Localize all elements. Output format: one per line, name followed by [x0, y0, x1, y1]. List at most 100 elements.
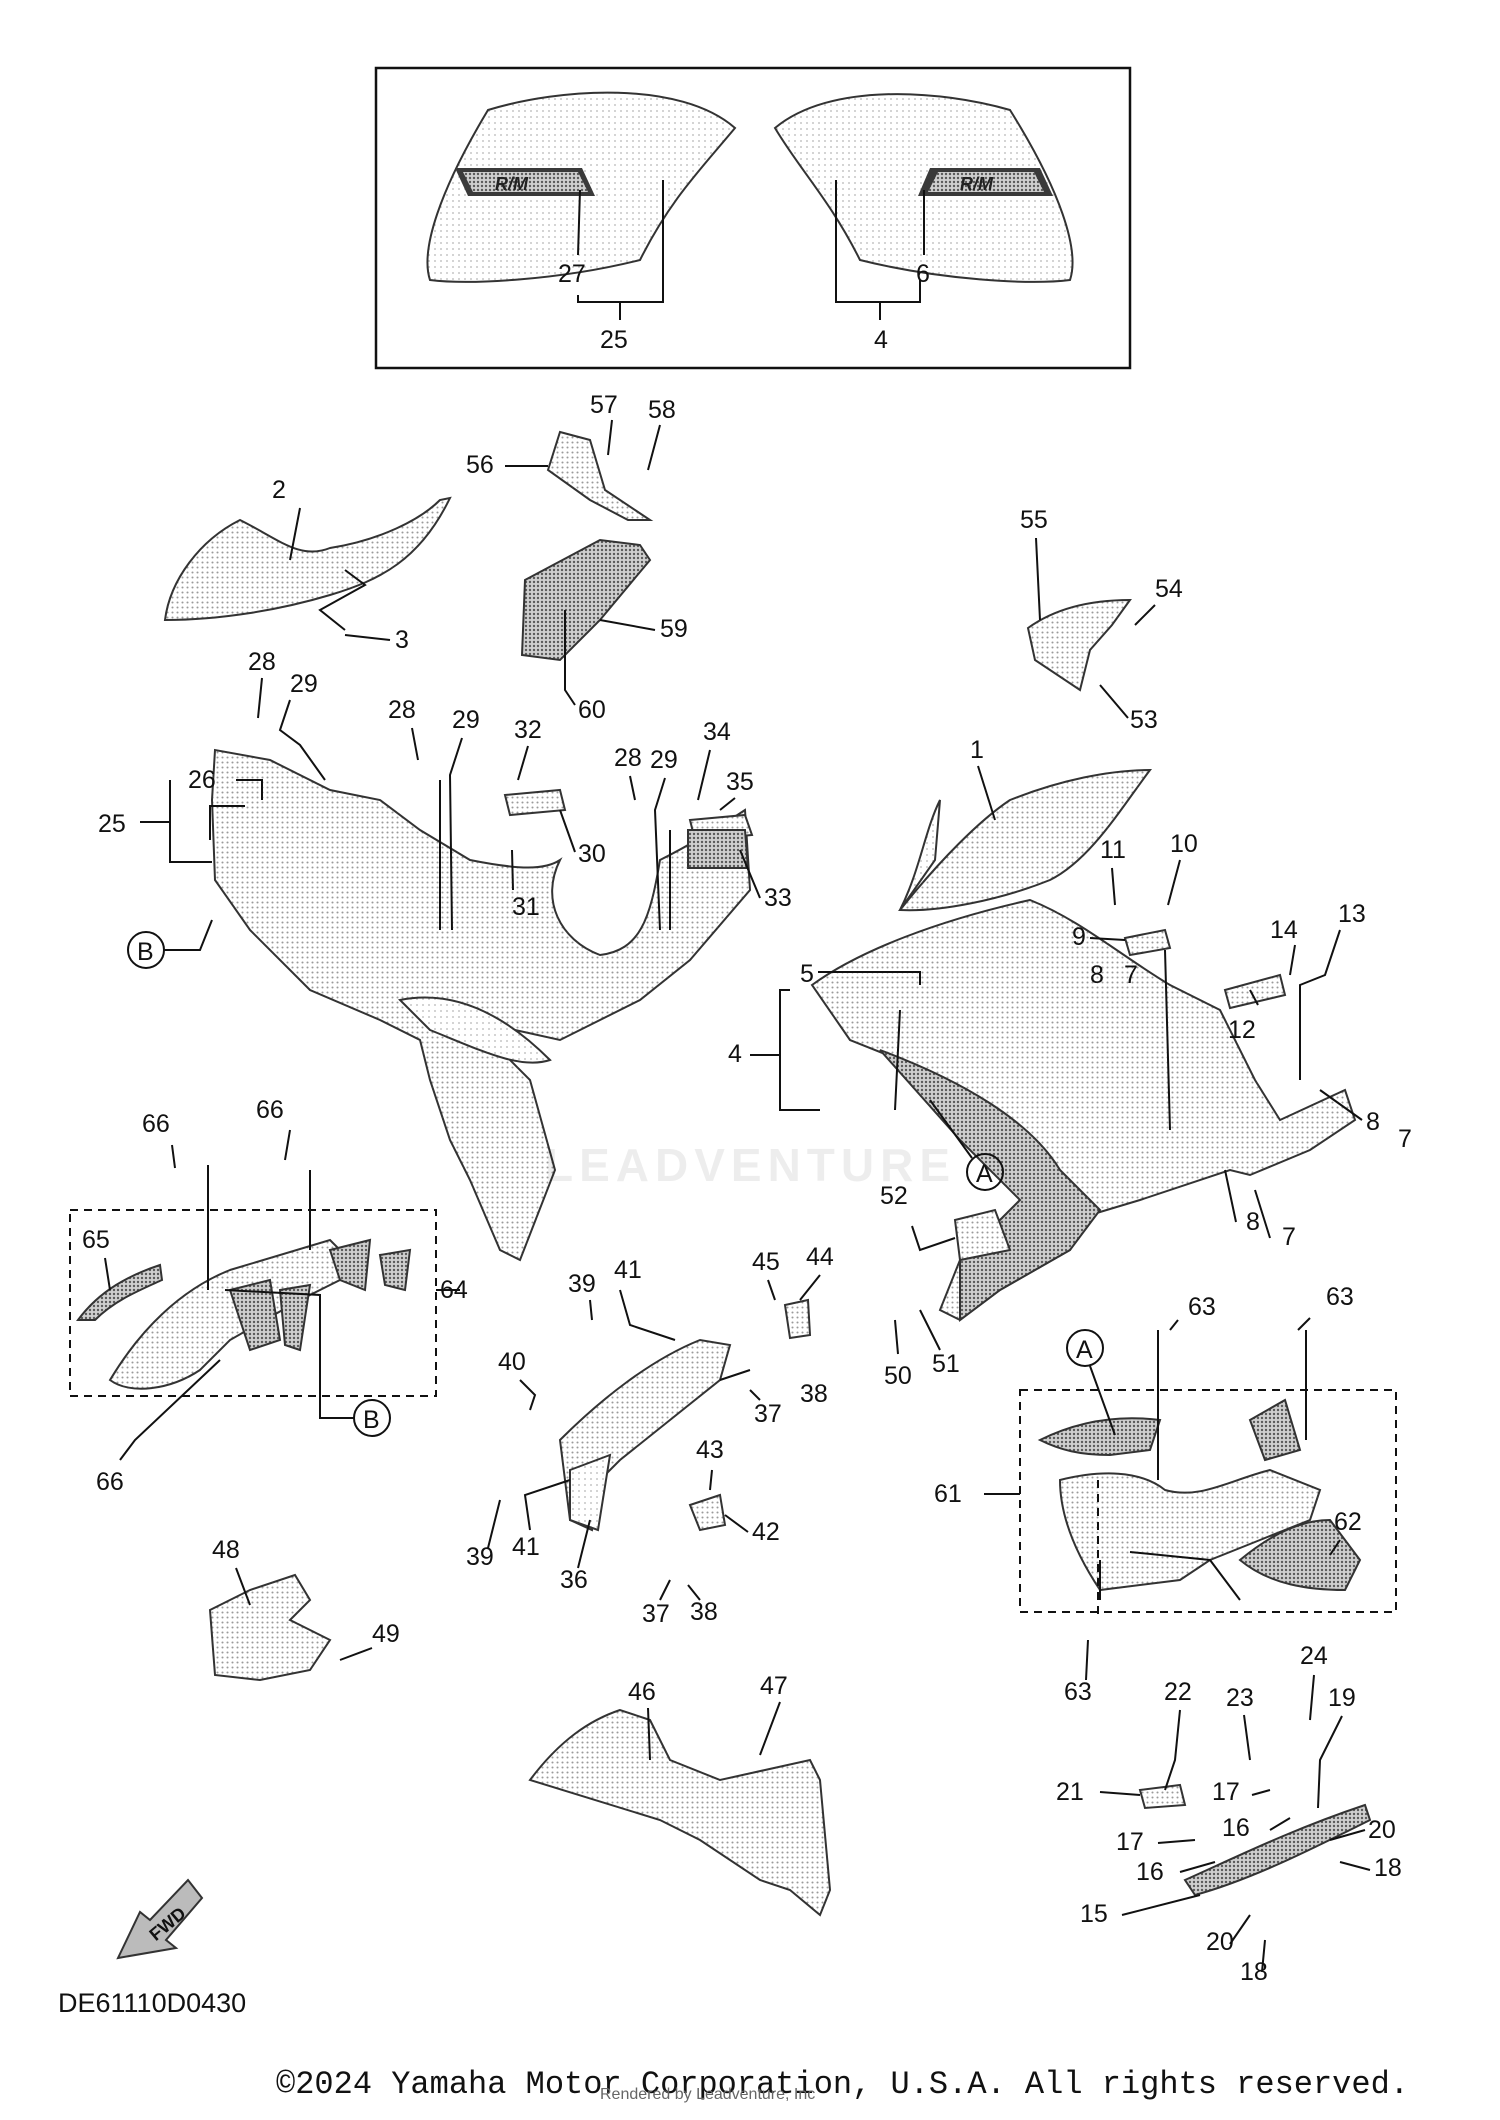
callout-52: 52 — [880, 1182, 908, 1210]
part-15-under-cover — [1183, 1803, 1372, 1897]
decal-left: R/M — [455, 168, 595, 196]
callout-60: 60 — [578, 696, 606, 724]
callout-57: 57 — [590, 391, 618, 419]
callout-28-b: 28 — [388, 696, 416, 724]
callout-37-b: 37 — [642, 1600, 670, 1628]
callout-8-c: 8 — [1246, 1208, 1260, 1236]
callout-51: 51 — [932, 1350, 960, 1378]
callout-22: 22 — [1164, 1678, 1192, 1706]
callout-14: 14 — [1270, 916, 1298, 944]
callout-58: 58 — [648, 396, 676, 424]
callout-8-a: 8 — [1090, 961, 1104, 989]
callout-43: 43 — [696, 1436, 724, 1464]
callout-49: 49 — [372, 1620, 400, 1648]
callout-34: 34 — [703, 718, 731, 746]
callout-4: 4 — [728, 1040, 742, 1068]
part-61-main — [1058, 1468, 1322, 1592]
part-52-bracket — [953, 1208, 1012, 1262]
callout-29-b: 29 — [452, 706, 480, 734]
part-36-lower-panel-b — [569, 1453, 612, 1532]
callout-40: 40 — [498, 1348, 526, 1376]
callout-8-b: 8 — [1366, 1108, 1380, 1136]
part-48-bracket — [208, 1573, 332, 1682]
callout-48: 48 — [212, 1536, 240, 1564]
callout-18-a: 18 — [1374, 1854, 1402, 1882]
callout-65: 65 — [82, 1226, 110, 1254]
callout-7-c: 7 — [1282, 1223, 1296, 1251]
reference-b-bottom-label: B — [363, 1406, 380, 1434]
inset-frame — [374, 66, 1132, 370]
callout-35: 35 — [726, 768, 754, 796]
part-64-panel — [108, 1238, 362, 1390]
callout-10: 10 — [1170, 830, 1198, 858]
callout-31: 31 — [512, 893, 540, 921]
part-64-duct-b — [278, 1283, 312, 1352]
callout-25-inset: 25 — [600, 326, 628, 354]
callout-38-b: 38 — [690, 1598, 718, 1626]
callout-55: 55 — [1020, 506, 1048, 534]
callout-7-a: 7 — [1124, 961, 1138, 989]
part-1-upper-panel-edge — [899, 799, 941, 911]
callout-66-c: 66 — [96, 1468, 124, 1496]
callout-54: 54 — [1155, 575, 1183, 603]
part-21-bracket — [1138, 1783, 1187, 1810]
rendered-by-notice: Rendered by Leadventure, Inc — [600, 2086, 816, 2103]
callout-11: 11 — [1100, 836, 1126, 864]
diagram-code: DE61110D0430 — [58, 1988, 247, 2018]
part-62-trim — [1238, 1518, 1362, 1592]
reference-b-top-label: B — [137, 938, 154, 966]
callout-63-c: 63 — [1064, 1678, 1092, 1706]
callout-23: 23 — [1226, 1684, 1254, 1712]
callout-59: 59 — [660, 615, 688, 643]
callout-29-a: 29 — [290, 670, 318, 698]
callout-33: 33 — [764, 884, 792, 912]
part-42-bracket — [688, 1493, 727, 1532]
callout-66-b: 66 — [256, 1096, 284, 1124]
part-56-bracket — [546, 430, 654, 521]
callout-20-a: 20 — [1368, 1816, 1396, 1844]
callout-32: 32 — [514, 716, 542, 744]
callout-36: 36 — [560, 1566, 588, 1594]
group-61-frame — [1019, 1389, 1397, 1613]
callout-26: 26 — [188, 766, 216, 794]
callout-9: 9 — [1072, 923, 1086, 951]
callout-13: 13 — [1338, 900, 1366, 928]
callout-24: 24 — [1300, 1642, 1328, 1670]
decal-left-text: R/M — [495, 174, 529, 194]
callout-21: 21 — [1056, 1778, 1084, 1806]
callout-45: 45 — [752, 1248, 780, 1276]
part-4-side-cowling — [810, 898, 1357, 1322]
fwd-arrow: FWD — [116, 1878, 204, 1960]
callout-44: 44 — [806, 1243, 834, 1271]
part-30-bracket — [503, 788, 567, 817]
callout-6: 6 — [916, 260, 930, 288]
callout-29-c: 29 — [650, 746, 678, 774]
callout-63-a: 63 — [1188, 1293, 1216, 1321]
reference-a-bottom-label: A — [1076, 1336, 1093, 1364]
callout-46: 46 — [628, 1678, 656, 1706]
reference-a-right-label: A — [976, 1160, 993, 1188]
callout-66-a: 66 — [142, 1110, 170, 1138]
reference-a-bottom — [1066, 1329, 1104, 1367]
part-65-trim — [76, 1263, 164, 1321]
part-9-bracket — [1123, 928, 1172, 957]
callout-42: 42 — [752, 1518, 780, 1546]
part-1-upper-panel — [897, 768, 1153, 912]
part-64-duct — [228, 1278, 282, 1352]
callout-4-inset: 4 — [874, 326, 888, 354]
part-53-bracket — [1026, 598, 1132, 692]
callout-15: 15 — [1080, 1900, 1108, 1928]
part-12-stay — [1223, 973, 1287, 1010]
callout-61: 61 — [934, 1480, 962, 1508]
callout-25: 25 — [98, 810, 126, 838]
callout-19: 19 — [1328, 1684, 1356, 1712]
part-59-duct — [520, 538, 652, 662]
part-34-clip — [687, 829, 750, 869]
callout-41-a: 41 — [614, 1256, 642, 1284]
watermark: LEADVENTURE — [545, 1139, 957, 1191]
callout-47: 47 — [760, 1672, 788, 1700]
callout-39-b: 39 — [466, 1543, 494, 1571]
callout-50: 50 — [884, 1362, 912, 1390]
reference-a-right — [966, 1153, 1004, 1191]
